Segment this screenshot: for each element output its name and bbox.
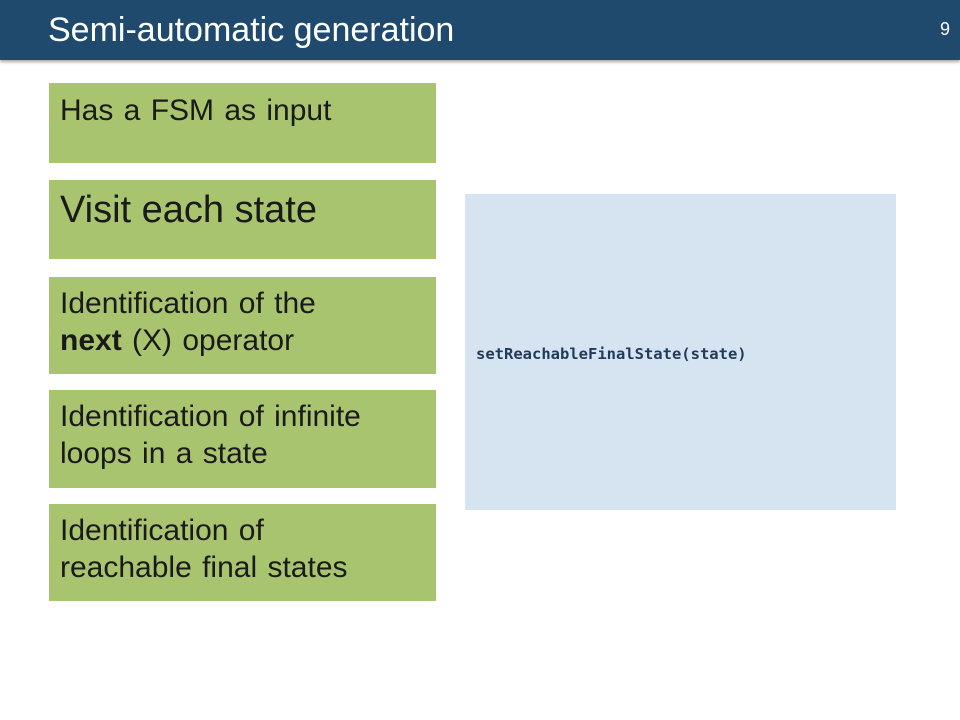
slide-number: 9 xyxy=(939,19,950,39)
step-box-reachable-final-states: Identification of reachable final states xyxy=(49,504,436,601)
step-text-line2: reachable final states xyxy=(60,551,348,584)
step-text-rest: (X) operator xyxy=(121,324,295,357)
slide-title: Semi-automatic generation xyxy=(48,11,455,49)
code-panel: setReachableFinalState(state) xyxy=(465,194,896,510)
step-text: Has a FSM as input xyxy=(60,94,332,127)
step-text-line1: Identification of infinite xyxy=(60,400,361,433)
step-text: Identification of the next (X) operator xyxy=(60,285,426,359)
step-box-next-operator: Identification of the next (X) operator xyxy=(49,277,436,374)
step-text-line1: Identification of xyxy=(60,514,264,547)
step-text-bold-keyword: next xyxy=(60,324,122,357)
step-text: Visit each state xyxy=(60,189,318,231)
step-box-visit-states: Visit each state xyxy=(49,180,436,259)
title-bar: Semi-automatic generation 9 xyxy=(0,0,960,60)
step-box-fsm-input: Has a FSM as input xyxy=(49,83,436,163)
step-box-infinite-loops: Identification of infinite loops in a st… xyxy=(49,390,436,488)
step-text: Identification of infinite loops in a st… xyxy=(60,398,426,472)
step-text-line1: Identification of the xyxy=(60,287,316,320)
step-text: Identification of reachable final states xyxy=(60,512,426,586)
step-text-line2: loops in a state xyxy=(60,437,268,470)
code-snippet: setReachableFinalState(state) xyxy=(476,345,747,363)
